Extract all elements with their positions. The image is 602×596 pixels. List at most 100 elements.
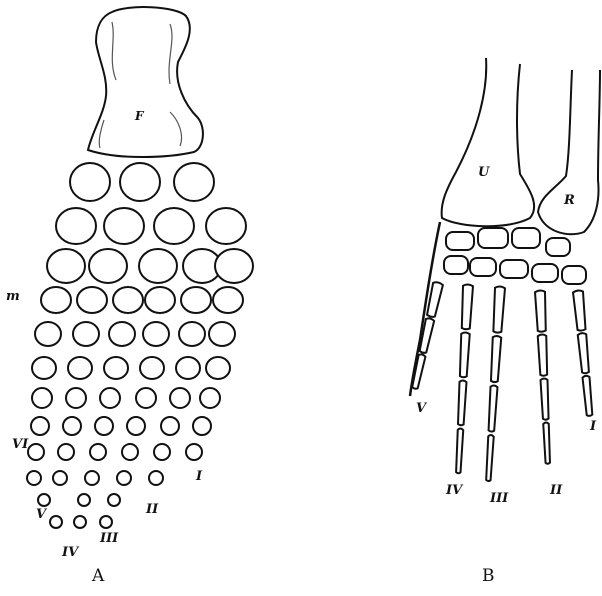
fin-bone [32, 357, 56, 379]
claw-phalanx [486, 435, 494, 481]
phalanx-bone [538, 334, 547, 375]
digit-label-i: I [196, 470, 202, 483]
fin-bone [145, 287, 175, 313]
phalanx-bone [578, 333, 589, 373]
fin-bone [143, 322, 169, 346]
phalanx-bone [458, 380, 466, 425]
fin-bone [186, 444, 202, 460]
phalanx-bone [460, 332, 470, 377]
fin-bone [90, 444, 106, 460]
carpal-bone [470, 258, 496, 276]
carpal-bone [532, 264, 558, 282]
phalanx-bone [541, 378, 549, 419]
fin-bone [122, 444, 138, 460]
fin-bone [74, 516, 86, 528]
fin-bone [66, 388, 86, 408]
carpal-bone [546, 238, 570, 256]
fin-bone [28, 444, 44, 460]
hand-digit-label-v: V [416, 402, 426, 415]
ulna-bone [442, 58, 535, 226]
fin-bone [174, 163, 214, 201]
radius-bone [538, 70, 600, 234]
hand-digit-label-i: I [590, 420, 596, 433]
fin-bone [56, 208, 96, 244]
ulna-label: U [478, 166, 489, 179]
fin-bone [179, 322, 205, 346]
phalanx-bone [573, 290, 585, 330]
femur-bone [88, 7, 203, 157]
fin-bone [104, 208, 144, 244]
fin-bone [77, 287, 107, 313]
claw-phalanx [456, 428, 463, 473]
fin-bone [58, 444, 74, 460]
fin-bone [170, 388, 190, 408]
fin-bone [73, 322, 99, 346]
fin-bone [41, 287, 71, 313]
panel-b-hand [410, 58, 600, 481]
carpal-bone [562, 266, 586, 284]
fin-bone [63, 417, 81, 435]
fin-bone [89, 249, 127, 283]
fin-bone [117, 471, 131, 485]
carpal-bone [500, 260, 528, 278]
fin-bone [70, 163, 110, 201]
fin-bone [109, 322, 135, 346]
carpal-bone [446, 232, 474, 250]
phalanx-bone [493, 286, 505, 332]
fin-bone [149, 471, 163, 485]
fin-bone [38, 494, 50, 506]
fin-bone [215, 249, 253, 283]
fin-bone [78, 494, 90, 506]
carpal-bone [444, 256, 468, 274]
fin-bone [85, 471, 99, 485]
fin-bone [53, 471, 67, 485]
marker-label: m [6, 290, 20, 303]
fin-bone [176, 357, 200, 379]
fin-bone [209, 322, 235, 346]
digit-label-iv: IV [62, 546, 78, 559]
fin-bone [47, 249, 85, 283]
phalanx-bone [462, 284, 473, 329]
fin-bone [206, 208, 246, 244]
fin-bone [140, 357, 164, 379]
fin-bone [120, 163, 160, 201]
digit-label-iii: III [100, 532, 118, 545]
fin-bone [127, 417, 145, 435]
digit-label-v: V [36, 508, 46, 521]
fin-bone [113, 287, 143, 313]
fin-bone [32, 388, 52, 408]
fin-bone [206, 357, 230, 379]
fin-bone [213, 287, 243, 313]
fin-bone [108, 494, 120, 506]
panel-a-fin [27, 7, 253, 528]
femur-label: F [135, 110, 144, 122]
fin-bone [31, 417, 49, 435]
phalanx-bone [491, 336, 501, 382]
fin-bone [35, 322, 61, 346]
fin-bone [154, 444, 170, 460]
fin-bone [200, 388, 220, 408]
fin-bone [68, 357, 92, 379]
carpal-bone [512, 228, 540, 248]
phalanx-bone [489, 385, 498, 431]
fin-bone [161, 417, 179, 435]
hand-digit-label-iii: III [490, 492, 508, 505]
radius-label: R [564, 194, 575, 207]
panel-a-caption: A [92, 568, 104, 585]
hand-digit-label-ii: II [550, 484, 562, 497]
fin-bone [139, 249, 177, 283]
hand-bone-group [412, 228, 592, 481]
fin-bone-group [27, 163, 253, 528]
fin-bone [27, 471, 41, 485]
hand-digit-label-iv: IV [446, 484, 462, 497]
fin-bone [95, 417, 113, 435]
fin-bone [181, 287, 211, 313]
claw-phalanx [543, 422, 550, 463]
carpal-bone [478, 228, 508, 248]
phalanx-bone [535, 290, 546, 331]
digit-label-vi: VI [12, 438, 28, 451]
claw-phalanx [583, 376, 593, 416]
fin-bone [50, 516, 62, 528]
fin-bone [104, 357, 128, 379]
